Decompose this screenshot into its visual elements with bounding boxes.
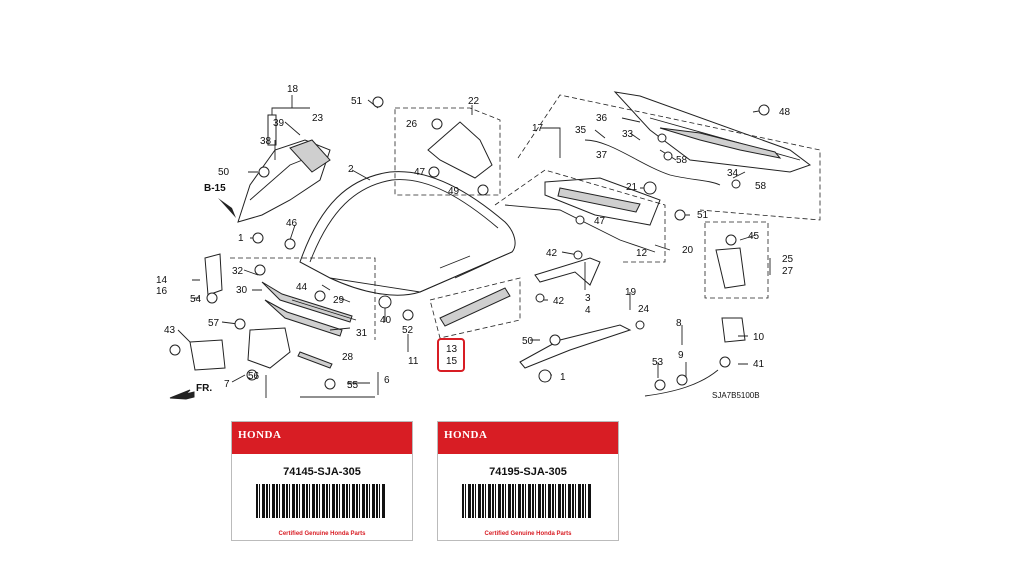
diagram-code: SJA7B5100B	[712, 391, 760, 400]
fasteners	[169, 96, 770, 391]
callout-1b: 1	[560, 372, 566, 383]
callout-24: 24	[638, 304, 650, 315]
callout-23: 23	[312, 113, 324, 124]
washer-hose	[519, 324, 719, 397]
callout-34: 34	[727, 168, 739, 179]
latch-10	[721, 317, 746, 343]
callout-21: 21	[626, 182, 638, 193]
washer-nozzle	[704, 221, 769, 299]
callout-26: 26	[406, 119, 418, 130]
callout-53: 53	[652, 357, 664, 368]
callout-22: 22	[468, 96, 480, 107]
callout-27: 27	[782, 266, 794, 277]
callout-32: 32	[232, 266, 244, 277]
front-marker: FR.	[196, 383, 212, 394]
hood-latch	[189, 327, 333, 371]
callout-2: 2	[348, 164, 354, 175]
callout-13: 13	[446, 344, 458, 355]
callout-19: 19	[625, 287, 637, 298]
callout-20: 20	[682, 245, 694, 256]
callout-11: 11	[408, 356, 419, 367]
callout-39: 39	[273, 118, 285, 129]
callout-54: 54	[190, 294, 202, 305]
side-bracket	[204, 253, 223, 296]
callout-12: 12	[636, 248, 648, 259]
callout-36: 36	[596, 113, 608, 124]
callout-50b: 50	[522, 336, 534, 347]
barcode	[256, 484, 386, 518]
callout-30: 30	[236, 285, 248, 296]
hood-seals	[230, 257, 376, 340]
label-footer: Certified Genuine Honda Parts	[278, 531, 366, 537]
callout-55: 55	[347, 380, 359, 391]
callout-44: 44	[296, 282, 308, 293]
callout-51a: 51	[351, 96, 363, 107]
honda-label-2: HONDA 74195-SJA-305 Certified Genuine Ho…	[437, 421, 619, 541]
callout-51b: 51	[697, 210, 709, 221]
hood-panel	[299, 171, 516, 296]
callout-56: 56	[248, 371, 260, 382]
part-number: 74145-SJA-305	[283, 466, 361, 478]
callout-47a: 47	[414, 167, 426, 178]
callout-47b: 47	[594, 216, 606, 227]
honda-brand-text: HONDA	[238, 429, 282, 441]
callout-6: 6	[384, 375, 390, 386]
callout-58b: 58	[755, 181, 767, 192]
callout-33: 33	[622, 129, 634, 140]
callout-41: 41	[753, 359, 765, 370]
callout-7: 7	[224, 379, 230, 390]
callout-45: 45	[748, 231, 760, 242]
barcode	[462, 484, 592, 518]
callout-16: 16	[156, 286, 168, 297]
callout-37: 37	[596, 150, 608, 161]
cowl-top	[517, 91, 821, 221]
callout-4: 4	[585, 305, 591, 316]
cowl-panel	[494, 169, 666, 263]
callout-15: 15	[446, 356, 458, 367]
callout-10: 10	[753, 332, 765, 343]
section-ref: B-15	[204, 183, 226, 194]
callout-52: 52	[402, 325, 414, 336]
callout-57: 57	[208, 318, 220, 329]
callout-8: 8	[676, 318, 682, 329]
strut-callout-highlight	[437, 338, 465, 372]
callout-labels: 18 39 23 38 50 2 1 46 51 22 26 47 49 17 …	[156, 84, 794, 400]
callout-42a: 42	[546, 248, 558, 259]
callout-43: 43	[164, 325, 176, 336]
callout-58a: 58	[676, 155, 688, 166]
label-footer: Certified Genuine Honda Parts	[484, 531, 572, 537]
callout-29: 29	[333, 295, 345, 306]
cover-22-group	[394, 107, 501, 196]
callout-14: 14	[156, 275, 168, 286]
callout-40: 40	[380, 315, 392, 326]
callout-46: 46	[286, 218, 298, 229]
parts-diagram: 18 39 23 38 50 2 1 46 51 22 26 47 49 17 …	[156, 84, 821, 400]
hood-release-cable	[584, 139, 721, 186]
hinge-bracket-left	[237, 114, 331, 223]
honda-label-1: HONDA 74145-SJA-305 Certified Genuine Ho…	[231, 421, 413, 541]
callout-1a: 1	[238, 233, 244, 244]
b15-arrow	[218, 198, 236, 218]
callout-25: 25	[782, 254, 794, 265]
front-arrow	[169, 389, 195, 400]
label-header: HONDA	[232, 422, 412, 454]
part-number: 74195-SJA-305	[489, 466, 567, 478]
callout-31: 31	[356, 328, 368, 339]
callout-9: 9	[678, 350, 684, 361]
hood-strut	[429, 277, 521, 339]
callout-17: 17	[532, 123, 544, 134]
callout-18: 18	[287, 84, 299, 95]
callout-49: 49	[448, 186, 460, 197]
label-header: HONDA	[438, 422, 618, 454]
callout-28: 28	[342, 352, 354, 363]
callout-42b: 42	[553, 296, 565, 307]
brace-3	[534, 257, 601, 286]
honda-brand-text: HONDA	[444, 429, 488, 441]
callout-48: 48	[779, 107, 791, 118]
callout-38: 38	[260, 136, 272, 147]
callout-3: 3	[585, 293, 591, 304]
callout-50a: 50	[218, 167, 230, 178]
callout-35: 35	[575, 125, 587, 136]
